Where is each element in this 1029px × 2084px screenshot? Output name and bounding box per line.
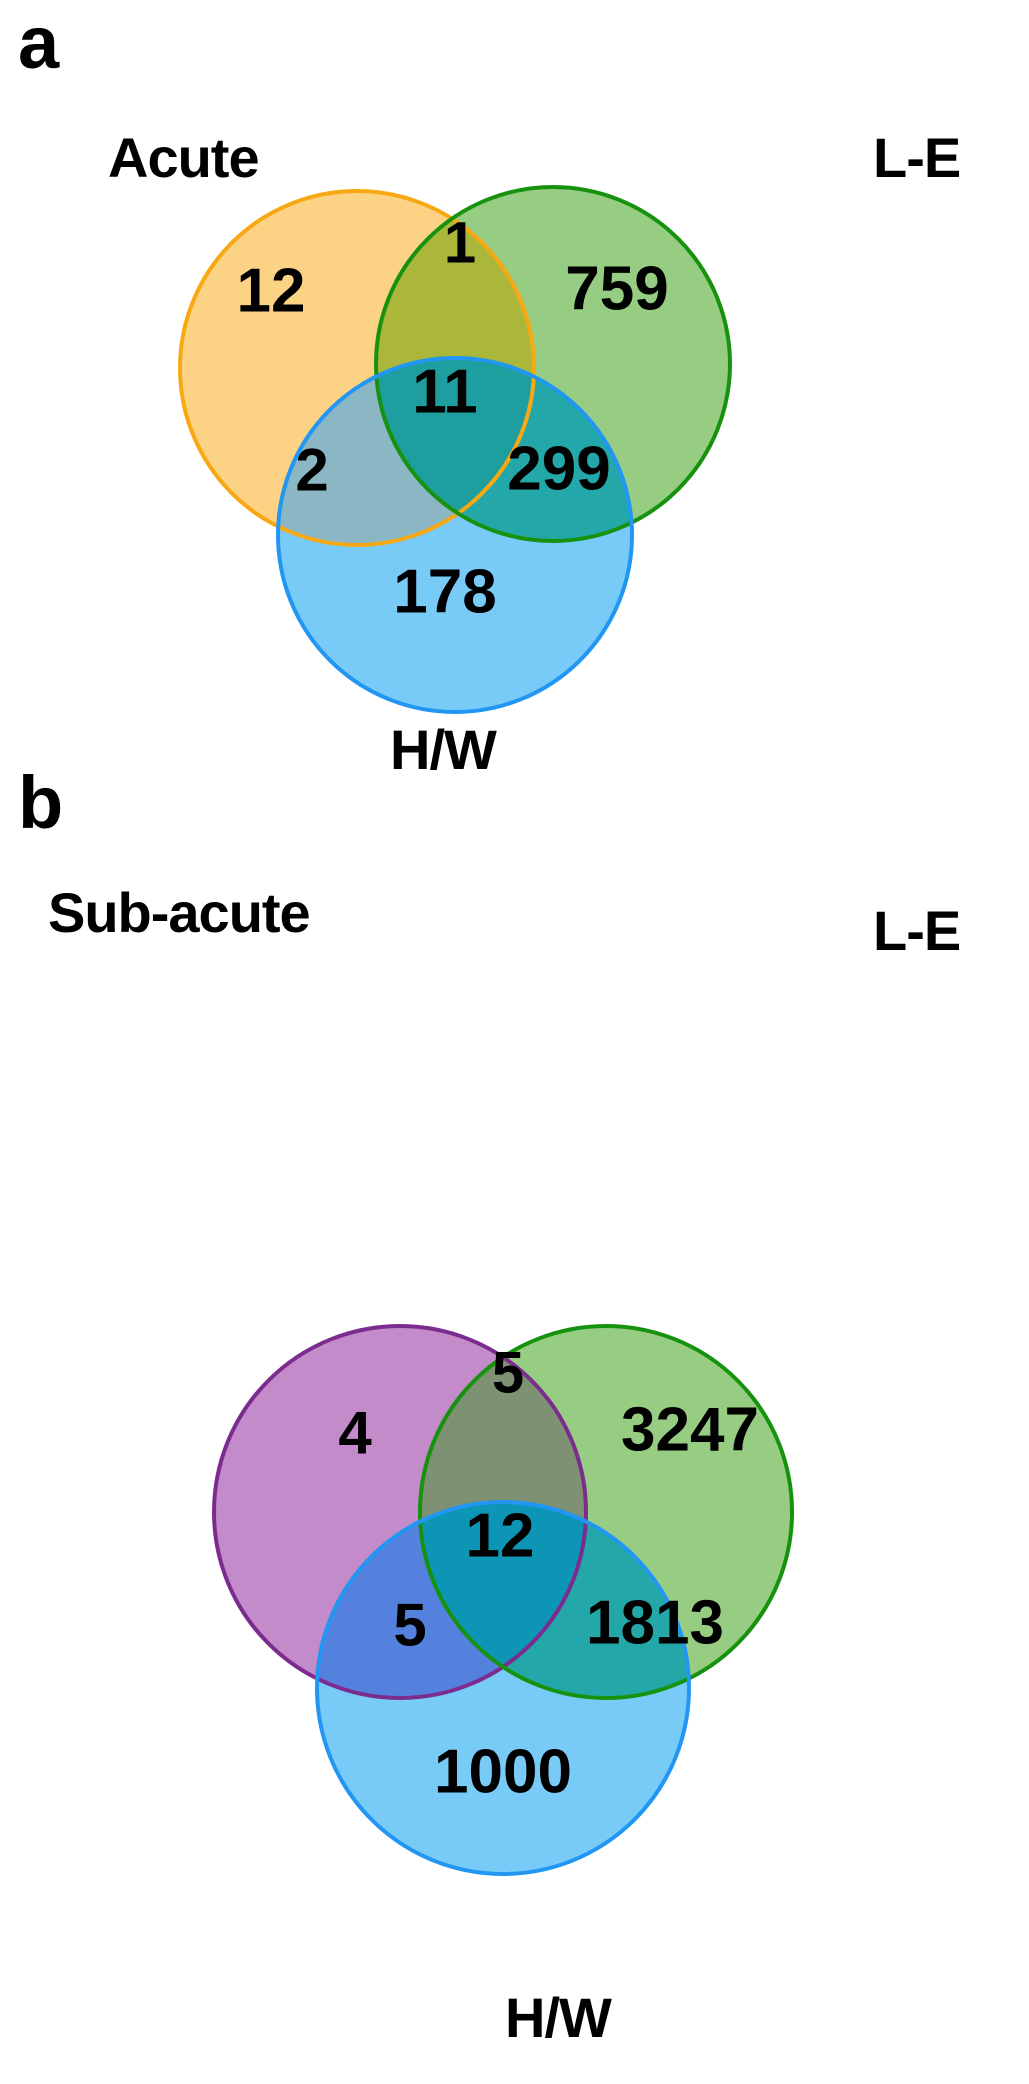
count-b-left-only: 4 — [338, 1400, 372, 1467]
count-a-left-only: 12 — [237, 257, 306, 326]
count-b-bottom-only: 1000 — [434, 1738, 572, 1807]
count-b-all-three: 12 — [466, 1502, 535, 1571]
count-b-left-right: 5 — [492, 1341, 524, 1406]
circle-sub-acute-outline — [212, 1324, 588, 1700]
panel-b-venn: 4 5 3247 5 12 1813 1000 — [212, 1324, 794, 1876]
panel-a: a Acute L-E H/W — [0, 0, 1029, 790]
circle-acute-outline — [178, 189, 536, 547]
count-a-right-only: 759 — [565, 255, 668, 324]
count-a-left-right: 1 — [444, 211, 476, 276]
count-a-bottom-only: 178 — [393, 558, 496, 627]
panel-a-label-hw: H/W — [390, 718, 497, 781]
count-a-all-three: 11 — [412, 358, 478, 427]
count-a-right-bottom: 299 — [507, 435, 610, 504]
panel-b-letter: b — [18, 761, 63, 844]
panel-a-label-le: L-E — [873, 126, 961, 189]
panel-a-letter: a — [18, 1, 59, 84]
count-b-right-bottom: 1813 — [586, 1589, 724, 1658]
count-a-left-bottom: 2 — [295, 437, 328, 504]
panel-b-label-sub-acute: Sub-acute — [48, 881, 311, 944]
circle-le-outline — [374, 185, 732, 543]
circle-hw-outline — [276, 356, 634, 714]
circle-le-outline-b — [418, 1324, 794, 1700]
panel-a-label-acute: Acute — [108, 126, 260, 189]
panel-b-label-le: L-E — [873, 899, 961, 962]
panel-a-venn: 12 1 759 2 11 299 178 — [178, 185, 732, 714]
panel-b-label-hw: H/W — [505, 1986, 612, 2049]
circle-hw-outline-b — [315, 1500, 691, 1876]
count-b-left-bottom: 5 — [393, 1592, 426, 1659]
panel-b: b Sub-acute L-E H/W — [0, 766, 1029, 2084]
count-b-right-only: 3247 — [621, 1396, 759, 1465]
